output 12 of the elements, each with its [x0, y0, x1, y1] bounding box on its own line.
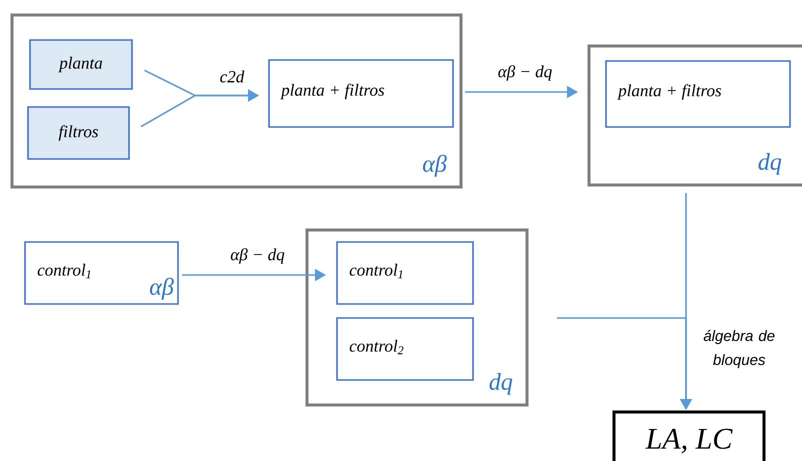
- edge-label: αβ − dq: [230, 248, 284, 264]
- block-box: control$_{1}$ αβ: [24, 241, 179, 305]
- block-box: control$_{2}$: [336, 317, 474, 381]
- block-box: filtros: [27, 106, 130, 160]
- edge-label: c2d: [220, 70, 244, 82]
- block-box: planta: [29, 39, 133, 90]
- block-box: planta + filtros: [268, 59, 454, 128]
- edge-label: álgebra de bloques: [704, 330, 774, 368]
- result-box: LA, LC: [612, 410, 766, 461]
- block-box: planta + filtros: [605, 60, 791, 128]
- block-box: control$_{1}$: [336, 241, 474, 305]
- edge-label: αβ − dq: [498, 65, 552, 81]
